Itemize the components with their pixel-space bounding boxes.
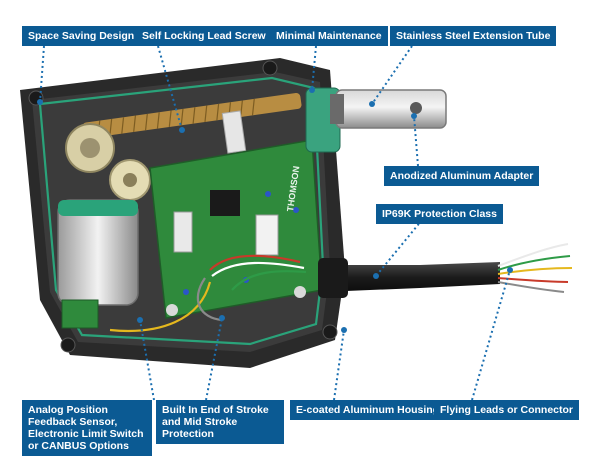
internal-wiring bbox=[109, 254, 307, 332]
gear-train bbox=[65, 123, 151, 201]
lead-screw bbox=[82, 93, 302, 154]
leader-dots bbox=[37, 87, 513, 333]
dc-motor bbox=[57, 199, 139, 329]
extension-tube bbox=[305, 87, 447, 153]
label-flying-leads: Flying Leads or Connector bbox=[434, 400, 580, 420]
label-built-in-end: Built In End of Stroke and Mid Stroke Pr… bbox=[156, 400, 284, 444]
label-space-saving: Space Saving Design bbox=[22, 26, 141, 46]
circuit-board: THOMSON bbox=[149, 139, 323, 319]
label-minimal-maintenance: Minimal Maintenance bbox=[270, 26, 388, 46]
flying-leads bbox=[497, 243, 573, 293]
label-ecoated-housing: E-coated Aluminum Housing bbox=[290, 400, 446, 420]
label-analog-feedback: Analog Position Feedback Sensor, Electro… bbox=[22, 400, 152, 456]
cable bbox=[318, 258, 500, 298]
label-self-locking: Self Locking Lead Screw bbox=[136, 26, 272, 46]
leader-lines bbox=[39, 45, 511, 401]
label-anodized-adapter: Anodized Aluminum Adapter bbox=[384, 166, 540, 186]
label-ip69k: IP69K Protection Class bbox=[376, 204, 503, 224]
label-extension-tube: Stainless Steel Extension Tube bbox=[390, 26, 557, 46]
